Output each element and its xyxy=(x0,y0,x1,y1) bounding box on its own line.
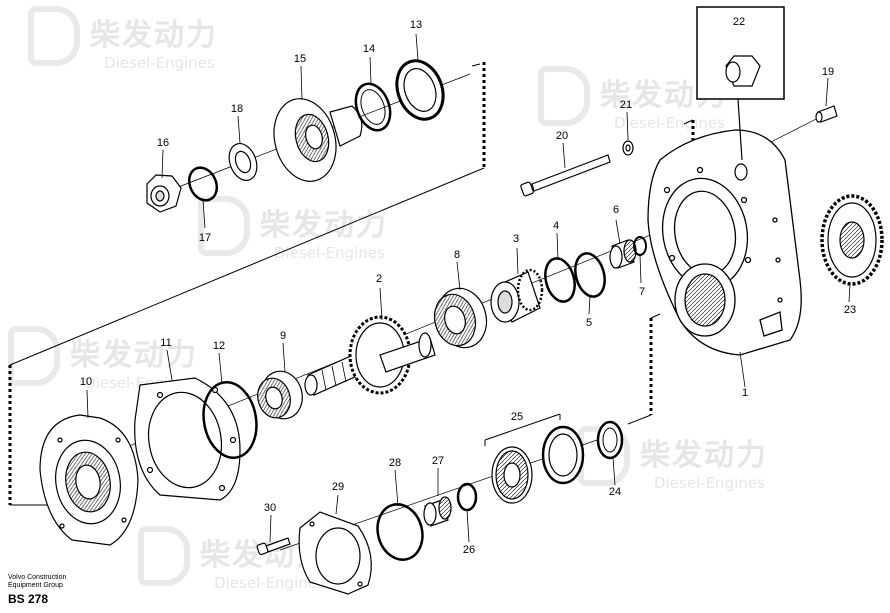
leader-lines xyxy=(86,33,851,543)
part-23-gear xyxy=(820,194,884,286)
part-15-flange xyxy=(273,98,363,182)
connector-lines xyxy=(9,63,701,506)
callout-26: 26 xyxy=(463,544,475,556)
part-6-bush xyxy=(609,239,637,269)
part-8-bearing xyxy=(433,287,488,349)
part-29-cover-plate xyxy=(298,511,372,595)
part-27-bush xyxy=(423,496,452,527)
callout-16: 16 xyxy=(157,137,169,149)
part-22-detail-box xyxy=(696,6,785,181)
callout-11: 11 xyxy=(160,337,171,349)
part-3-splined-sleeve xyxy=(490,268,544,323)
part-19-pin xyxy=(815,105,838,123)
callout-10: 10 xyxy=(80,376,92,388)
callout-24: 24 xyxy=(609,486,621,498)
callout-4: 4 xyxy=(553,220,559,232)
callout-18: 18 xyxy=(231,103,243,115)
callout-3: 3 xyxy=(513,233,519,245)
callout-9: 9 xyxy=(280,330,286,342)
part-10-cover xyxy=(39,414,139,546)
part-25-bearing-set xyxy=(484,413,585,504)
part-12-o-ring xyxy=(202,381,258,459)
part-17-circlip xyxy=(187,166,219,202)
part-4-ring xyxy=(544,257,576,303)
callout-14: 14 xyxy=(363,43,375,55)
publisher-footer: Volvo Construction Equipment Group BS 27… xyxy=(8,574,67,606)
callout-20: 20 xyxy=(556,130,568,142)
part-21-washer xyxy=(622,140,634,156)
part-18-lock-washer xyxy=(228,143,258,181)
publisher-line-1: Volvo Construction xyxy=(8,574,67,581)
callout-21: 21 xyxy=(620,99,632,111)
part-1-housing xyxy=(647,129,802,356)
callout-22: 22 xyxy=(733,16,745,28)
callout-5: 5 xyxy=(586,317,592,329)
callout-29: 29 xyxy=(332,481,344,493)
part-28-o-ring xyxy=(376,503,424,561)
part-14-seal-ring xyxy=(354,82,392,132)
callout-23: 23 xyxy=(844,304,856,316)
part-9-bearing xyxy=(257,370,303,420)
callout-25: 25 xyxy=(511,411,523,423)
callout-19: 19 xyxy=(822,66,834,78)
part-2-gear-shaft xyxy=(304,315,436,396)
part-26-circlip xyxy=(456,482,478,512)
part-30-bolt xyxy=(256,537,291,556)
callout-30: 30 xyxy=(264,502,276,514)
callout-17: 17 xyxy=(199,232,211,244)
callout-15: 15 xyxy=(294,53,306,65)
publisher-line-2: Equipment Group xyxy=(8,582,63,589)
callout-1: 1 xyxy=(742,387,748,399)
callout-28: 28 xyxy=(389,457,401,469)
part-11-gasket xyxy=(134,377,241,501)
callout-2: 2 xyxy=(376,273,382,285)
part-16-nut xyxy=(146,174,182,213)
part-24-ring xyxy=(596,420,624,460)
callout-12: 12 xyxy=(213,340,225,352)
part-20-bolt xyxy=(520,154,611,197)
figure-code: BS 278 xyxy=(8,592,49,606)
callout-8: 8 xyxy=(454,249,460,261)
callout-7: 7 xyxy=(639,286,645,298)
callout-6: 6 xyxy=(613,204,619,216)
callout-27: 27 xyxy=(432,455,444,467)
callout-numbers: 1 2 3 4 5 6 7 8 9 10 11 12 13 14 15 16 1… xyxy=(80,16,856,556)
part-13-seal xyxy=(395,59,445,121)
part-5-ring xyxy=(574,252,606,298)
callout-13: 13 xyxy=(410,19,422,31)
